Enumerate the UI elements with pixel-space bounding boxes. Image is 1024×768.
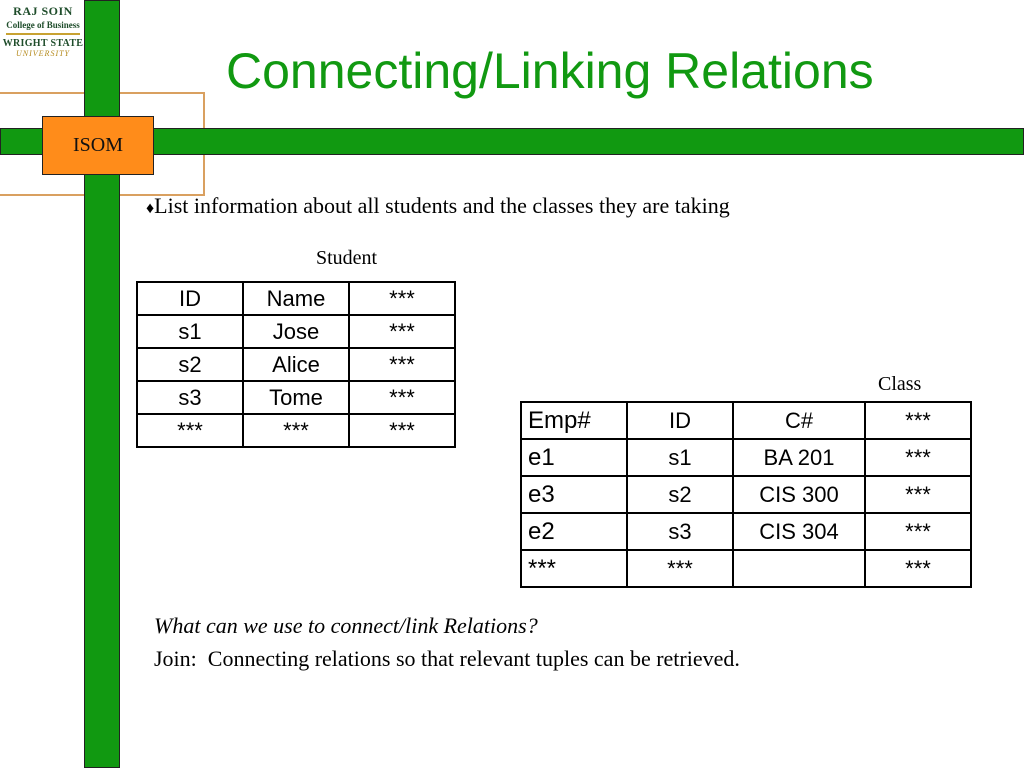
- table-cell: s2: [136, 347, 244, 382]
- table-cell: Name: [242, 281, 350, 316]
- table-cell: C#: [732, 401, 866, 440]
- join-definition: Join: Connecting relations so that relev…: [154, 646, 740, 671]
- table-cell: ***: [864, 512, 972, 551]
- question-text: What can we use to connect/link Relation…: [154, 613, 538, 638]
- logo-line-1: RAJ SOIN: [13, 4, 73, 18]
- table-cell: s3: [626, 512, 734, 551]
- diamond-bullet-icon: ♦: [146, 200, 155, 217]
- table-row: *********: [520, 549, 972, 588]
- table-cell: [732, 549, 866, 588]
- table-cell: ***: [348, 413, 456, 448]
- university-logo: RAJ SOIN College of Business WRIGHT STAT…: [2, 2, 84, 86]
- isom-badge: ISOM: [42, 116, 154, 175]
- table-cell: ***: [348, 380, 456, 415]
- table-cell: s1: [136, 314, 244, 349]
- table-cell: Alice: [242, 347, 350, 382]
- table-cell: e1: [520, 438, 628, 477]
- table-cell: s2: [626, 475, 734, 514]
- table-cell: ID: [136, 281, 244, 316]
- table-cell: ***: [348, 314, 456, 349]
- table-cell: ***: [864, 549, 972, 588]
- table-cell: ***: [242, 413, 350, 448]
- table-cell: Tome: [242, 380, 350, 415]
- table-cell: ***: [348, 281, 456, 316]
- green-horizontal-bar: [0, 128, 1024, 155]
- table-cell: ***: [626, 549, 734, 588]
- slide-title: Connecting/Linking Relations: [226, 43, 874, 99]
- table-cell: ***: [520, 549, 628, 588]
- class-caption: Class: [878, 373, 922, 395]
- table-cell: ID: [626, 401, 734, 440]
- table-cell: Emp#: [520, 401, 628, 440]
- table-cell: ***: [864, 401, 972, 440]
- table-cell: CIS 300: [732, 475, 866, 514]
- table-cell: ***: [348, 347, 456, 382]
- bullet-point: ♦List information about all students and…: [146, 193, 730, 219]
- table-cell: ***: [136, 413, 244, 448]
- table-cell: e2: [520, 512, 628, 551]
- table-cell: CIS 304: [732, 512, 866, 551]
- table-cell: Jose: [242, 314, 350, 349]
- table-row: *********: [136, 413, 456, 448]
- logo-line-3: WRIGHT STATE: [2, 38, 84, 49]
- logo-line-2: College of Business: [6, 20, 80, 30]
- table-cell: ***: [864, 438, 972, 477]
- table-cell: e3: [520, 475, 628, 514]
- bullet-text: List information about all students and …: [154, 193, 730, 218]
- logo-rule: [6, 33, 80, 35]
- table-cell: ***: [864, 475, 972, 514]
- logo-line-4: UNIVERSITY: [16, 49, 70, 58]
- table-cell: BA 201: [732, 438, 866, 477]
- table-cell: s1: [626, 438, 734, 477]
- student-caption: Student: [316, 247, 378, 269]
- table-cell: s3: [136, 380, 244, 415]
